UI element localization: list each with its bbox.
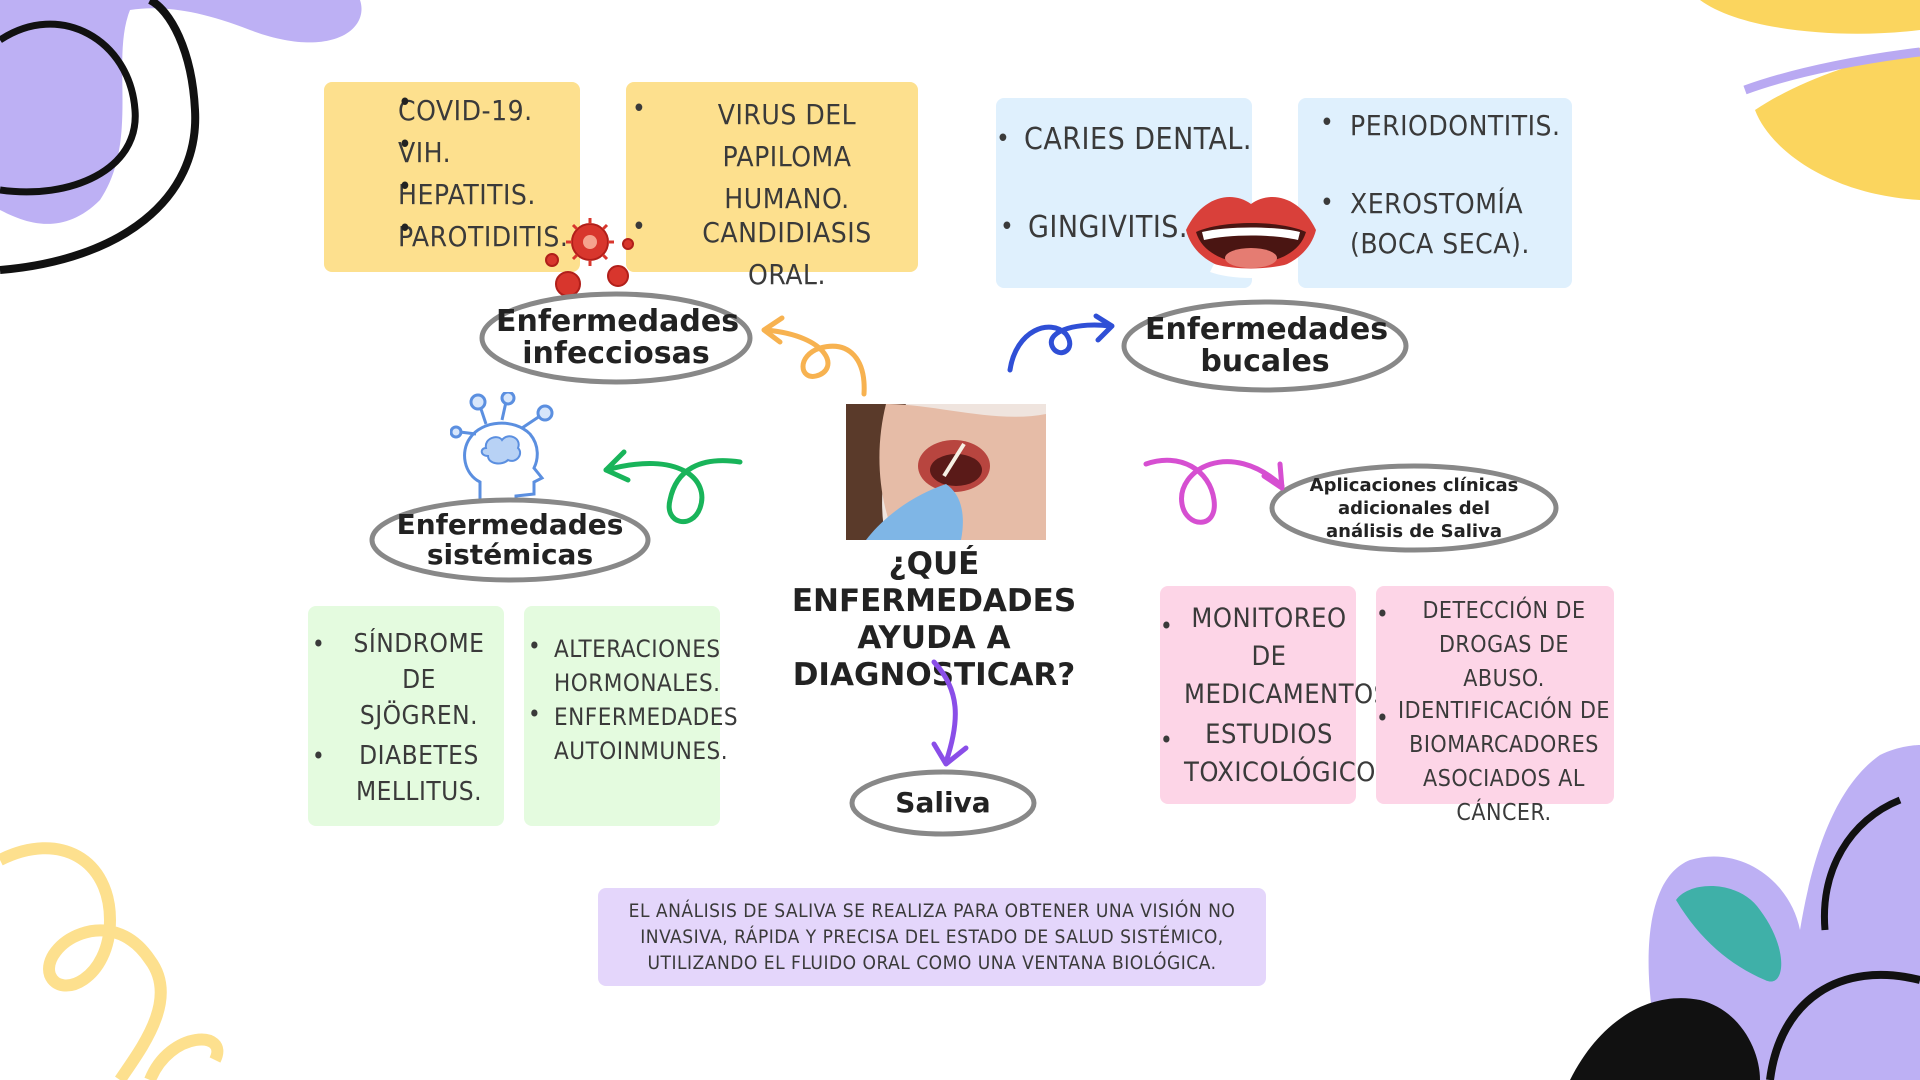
- list-item: DIABETES MELLITUS.: [355, 741, 483, 807]
- node-enfermedades-infecciosas: Enfermedades infecciosas: [479, 290, 753, 386]
- bullet: •: [312, 742, 326, 770]
- arrow-to-sistemicas: [603, 458, 743, 525]
- list-item: IDENTIFICACIÓN DE BIOMARCADORES ASOCIADO…: [1398, 698, 1610, 826]
- arrow-to-infecciosas: [763, 327, 867, 397]
- node-aplicaciones-clinicas: Aplicaciones clínicas adicionales del an…: [1269, 460, 1559, 556]
- summary-text: EL ANÁLISIS DE SALIVA SE REALIZA PARA OB…: [628, 900, 1236, 974]
- bullet: •: [528, 700, 542, 728]
- list-item: CARIES DENTAL.: [1024, 122, 1253, 157]
- arrow-to-saliva: [931, 659, 958, 765]
- main-question: ¿QUÉ ENFERMEDADES AYUDA A DIAGNOSTICAR?: [791, 546, 1077, 693]
- bullet: •: [1320, 108, 1335, 138]
- bullet: •: [1320, 188, 1335, 218]
- bullet: •: [1000, 212, 1015, 242]
- bullet: •: [1376, 704, 1390, 732]
- sistemicas-box-2: • ALTERACIONES HORMONALES. • ENFERMEDADE…: [524, 606, 739, 826]
- ellipse-outline: [369, 497, 651, 583]
- list-item: CANDIDIASIS ORAL.: [702, 216, 872, 291]
- list-item: PAROTIDITIS.: [398, 216, 580, 258]
- node-saliva: Saliva: [849, 768, 1037, 838]
- footer-summary: EL ANÁLISIS DE SALIVA SE REALIZA PARA OB…: [598, 888, 1266, 986]
- bullet: •: [528, 632, 542, 660]
- list-item: ALTERACIONES HORMONALES.: [554, 635, 721, 697]
- bullet: •: [1160, 726, 1174, 754]
- bullet: •: [632, 212, 647, 242]
- saliva-swab-photo: [846, 404, 1046, 540]
- node-enfermedades-sistemicas: Enfermedades sistémicas: [369, 496, 651, 584]
- infecciosas-box-2: VIRUS DEL PAPILOMA HUMANO. CANDIDIASIS O…: [626, 82, 918, 291]
- list-item: COVID-19.: [398, 90, 580, 132]
- ellipse-outline: [479, 291, 753, 385]
- virus-icon: [545, 218, 634, 297]
- list-item: GINGIVITIS.: [1028, 210, 1188, 245]
- list-item: HEPATITIS.: [398, 174, 580, 216]
- node-enfermedades-bucales: Enfermedades bucales: [1121, 298, 1409, 394]
- ellipse-outline: [1121, 299, 1409, 393]
- infecciosas-box-1: COVID-19. VIH. HEPATITIS. PAROTIDITIS.: [324, 82, 580, 272]
- list-item: SÍNDROME DE SJÖGREN.: [353, 629, 485, 731]
- ellipse-outline: [849, 769, 1037, 837]
- infecciosas-list-1: COVID-19. VIH. HEPATITIS. PAROTIDITIS.: [324, 82, 580, 258]
- list-item: XEROSTOMÍA (BOCA SECA).: [1350, 187, 1530, 260]
- list-item: VIRUS DEL PAPILOMA HUMANO.: [717, 98, 857, 215]
- arrow-to-aplicaciones: [1143, 457, 1285, 525]
- sistemicas-box-1: • SÍNDROME DE SJÖGREN. • DIABETES MELLIT…: [308, 606, 504, 826]
- list-item: ENFERMEDADES AUTOINMUNES.: [554, 703, 739, 765]
- arrow-to-bucales: [1007, 322, 1113, 373]
- ellipse-outline: [1269, 463, 1559, 553]
- aplicaciones-box-2: • DETECCIÓN DE DROGAS DE ABUSO. • IDENTI…: [1376, 586, 1614, 826]
- bullet: •: [312, 630, 326, 658]
- list-item: PERIODONTITIS.: [1350, 109, 1561, 142]
- list-item: VIH.: [398, 132, 580, 174]
- bullet: •: [996, 124, 1011, 154]
- bullet: •: [1376, 600, 1390, 628]
- list-item: DETECCIÓN DE DROGAS DE ABUSO.: [1422, 598, 1586, 692]
- mouth-icon: [1186, 196, 1316, 278]
- bullet: •: [1160, 612, 1174, 640]
- brain-head-icon: [450, 392, 554, 502]
- bucales-box-2: • PERIODONTITIS. • XEROSTOMÍA (BOCA SECA…: [1298, 98, 1572, 288]
- bullet: •: [632, 94, 647, 124]
